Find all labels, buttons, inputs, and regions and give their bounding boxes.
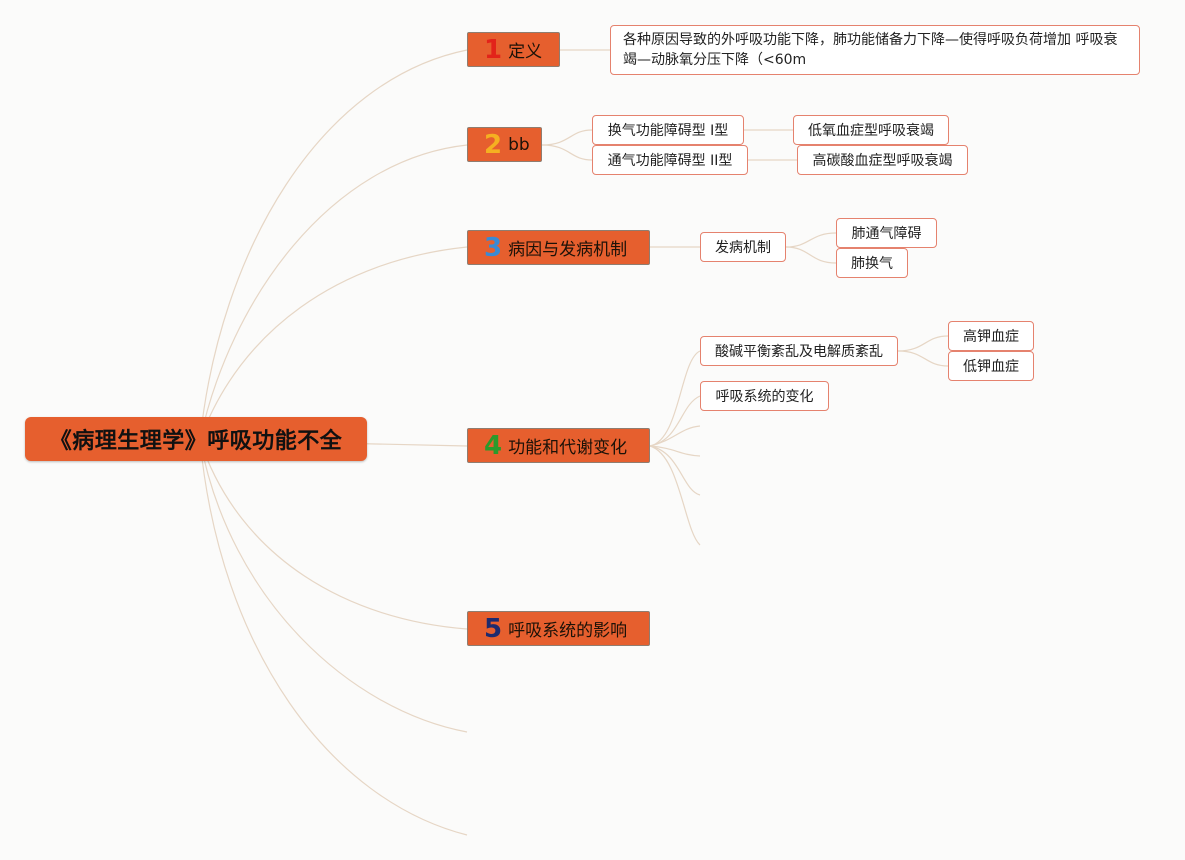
type-child-node[interactable]: 低氧血症型呼吸衰竭	[793, 115, 949, 145]
electrolyte-label: 低钾血症	[963, 359, 1019, 375]
type-label: 换气功能障碍型 I型	[607, 123, 729, 139]
acid-base-node[interactable]: 酸碱平衡紊乱及电解质紊乱	[700, 336, 898, 366]
branch-etiology[interactable]: 3 病因与发病机制	[467, 230, 650, 265]
branch-number: 1	[484, 34, 503, 65]
acid-base-label: 酸碱平衡紊乱及电解质紊乱	[715, 344, 883, 360]
branch-label: 功能和代谢变化	[508, 438, 628, 458]
type-child-node[interactable]: 高碳酸血症型呼吸衰竭	[797, 145, 968, 175]
type-label: 通气功能障碍型 II型	[607, 153, 733, 169]
root-node[interactable]: 《病理生理学》呼吸功能不全	[25, 417, 367, 461]
respiratory-change-label: 呼吸系统的变化	[715, 389, 814, 405]
branch-number: 4	[484, 430, 503, 461]
branch-number: 3	[484, 232, 503, 263]
type-node[interactable]: 通气功能障碍型 II型	[592, 145, 748, 175]
mechanism-child-label: 肺通气障碍	[851, 226, 922, 242]
type-node[interactable]: 换气功能障碍型 I型	[592, 115, 744, 145]
electrolyte-node[interactable]: 低钾血症	[948, 351, 1034, 381]
definition-text: 各种原因导致的外呼吸功能下降，肺功能储备力下降—使得呼吸负荷增加 呼吸衰竭—动脉…	[623, 32, 1118, 68]
type-child-label: 高碳酸血症型呼吸衰竭	[812, 153, 953, 169]
type-child-label: 低氧血症型呼吸衰竭	[808, 123, 934, 139]
branch-label: 定义	[508, 42, 543, 62]
branch-label: 呼吸系统的影响	[508, 621, 628, 641]
mechanism-node[interactable]: 发病机制	[700, 232, 786, 262]
respiratory-change-node[interactable]: 呼吸系统的变化	[700, 381, 829, 411]
branch-number: 5	[484, 613, 503, 644]
branch-label: bb	[508, 134, 530, 155]
definition-text-node[interactable]: 各种原因导致的外呼吸功能下降，肺功能储备力下降—使得呼吸负荷增加 呼吸衰竭—动脉…	[610, 25, 1140, 75]
branch-number: 2	[484, 129, 503, 160]
root-title: 《病理生理学》呼吸功能不全	[49, 429, 343, 454]
branch-types[interactable]: 2 bb	[467, 127, 542, 162]
branch-respiratory-effects[interactable]: 5 呼吸系统的影响	[467, 611, 650, 646]
electrolyte-label: 高钾血症	[963, 329, 1019, 345]
mechanism-child-node[interactable]: 肺通气障碍	[836, 218, 937, 248]
mechanism-child-label: 肺换气	[851, 256, 893, 272]
branch-function-metabolism[interactable]: 4 功能和代谢变化	[467, 428, 650, 463]
branch-label: 病因与发病机制	[508, 240, 628, 260]
mechanism-label: 发病机制	[715, 240, 771, 256]
mechanism-child-node[interactable]: 肺换气	[836, 248, 908, 278]
branch-definition[interactable]: 1 定义	[467, 32, 560, 67]
electrolyte-node[interactable]: 高钾血症	[948, 321, 1034, 351]
